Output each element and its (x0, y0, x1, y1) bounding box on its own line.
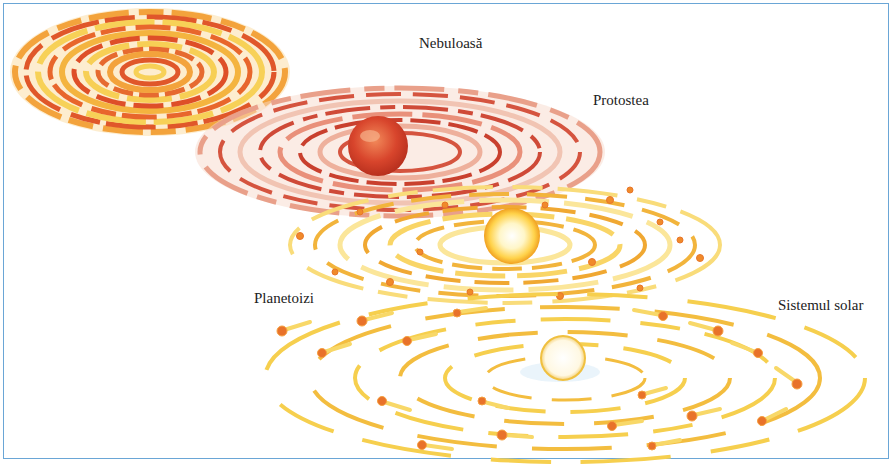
planetesimal (417, 249, 423, 255)
stage-label: Sistemul solar (775, 295, 866, 315)
planet-tail (690, 323, 716, 330)
nebula-swirl (98, 49, 202, 95)
protostar-disk (195, 86, 605, 218)
planet-tail (384, 402, 410, 410)
planet-tail (484, 402, 508, 408)
planet-tail (364, 313, 392, 320)
planet (758, 417, 767, 426)
solar-system (265, 294, 865, 462)
planet-tail (459, 308, 486, 312)
planetesimal (697, 255, 704, 262)
nebula-swirl (136, 66, 164, 78)
disk-ring (340, 200, 670, 290)
stage-label: Nebuloasă (416, 33, 485, 53)
planetesimal (627, 187, 633, 193)
planet (659, 312, 668, 321)
planet (478, 397, 486, 405)
planet (638, 391, 646, 399)
planet-tail (764, 409, 786, 420)
disk-ring (240, 101, 560, 203)
planet (357, 316, 367, 326)
planetesimal (387, 279, 394, 286)
planetesimal-disk (290, 187, 720, 303)
disk-ring (290, 187, 720, 303)
nebula-swirl (26, 17, 274, 127)
orbit (355, 319, 775, 437)
planet-tail (654, 440, 680, 445)
planet (378, 397, 387, 406)
planet-tails (284, 308, 796, 449)
planetesimal (657, 219, 663, 225)
nebula-swirl (86, 44, 214, 100)
protostar (348, 116, 408, 176)
planetesimal (297, 233, 304, 240)
planetesimal (677, 237, 683, 243)
nebula-swirl (38, 22, 262, 122)
nebula-swirl (62, 33, 238, 111)
planetesimal (542, 202, 548, 208)
planet (754, 349, 763, 358)
nebula-swirl (50, 27, 250, 117)
planet (497, 430, 507, 440)
disk-ring (260, 107, 540, 197)
planet-tail (324, 344, 350, 352)
planet-tail (504, 435, 532, 437)
planet (453, 309, 461, 317)
planetesimal (332, 269, 338, 275)
stage-label: Planetoizi (251, 288, 317, 308)
planet-tail (424, 445, 452, 449)
stage-label: Protostea (590, 90, 652, 110)
planet (318, 349, 327, 358)
planetesimal (637, 285, 643, 291)
orbit (310, 307, 820, 449)
planetesimal (589, 259, 596, 266)
nebula-swirl (122, 60, 178, 84)
planetesimal (442, 202, 448, 208)
orbit (400, 332, 730, 424)
planetesimal (607, 197, 614, 204)
planet (713, 326, 723, 336)
planet (403, 337, 412, 346)
planet-tail (409, 334, 436, 340)
planet-tail (634, 310, 661, 315)
planet-tail (694, 409, 720, 415)
disk-ring (280, 114, 520, 190)
protostar-highlight (360, 130, 380, 142)
planetesimals (297, 187, 704, 300)
disk-glow (195, 86, 605, 218)
planetesimal (467, 289, 473, 295)
planet (687, 411, 697, 421)
sun (541, 336, 585, 380)
planetesimal (357, 209, 363, 215)
disk-ring (315, 194, 695, 296)
nebula-swirl (74, 38, 226, 106)
planets (277, 309, 802, 450)
nebula-swirl (110, 54, 190, 90)
planet (418, 441, 427, 450)
young-sun (484, 208, 540, 264)
planet-tail (614, 421, 642, 425)
planet (648, 442, 656, 450)
orbit (265, 294, 865, 462)
planet-tail (732, 343, 756, 352)
planet (277, 326, 287, 336)
planet-tail (776, 368, 796, 382)
disk-ring (365, 207, 645, 283)
planet (792, 379, 802, 389)
planet-tail (644, 388, 666, 394)
planet-tail (284, 322, 310, 330)
planet (608, 422, 617, 431)
